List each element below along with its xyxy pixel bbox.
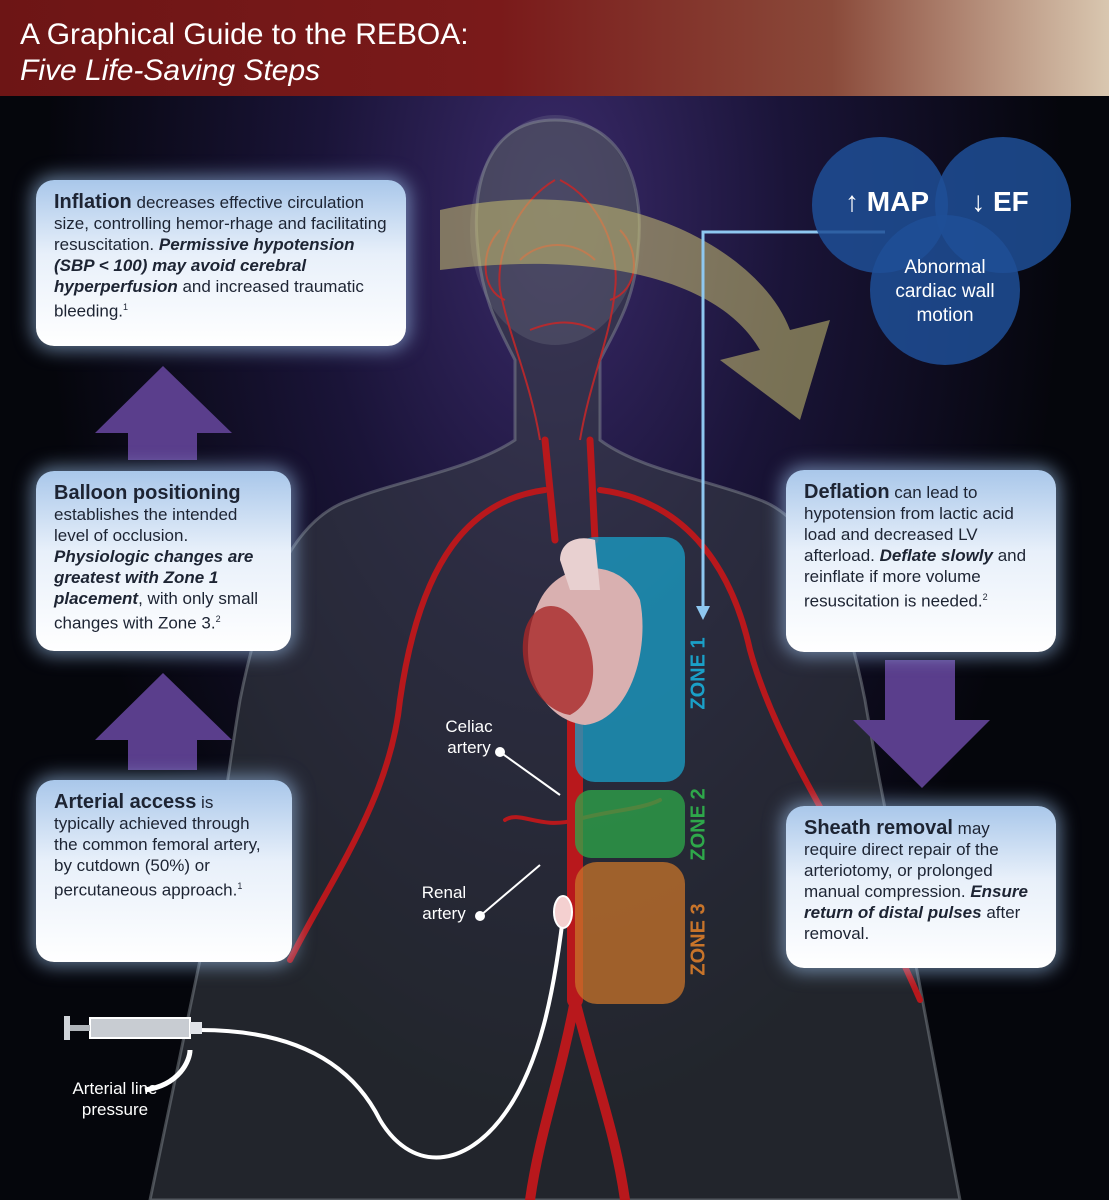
inflation-to-deflation-arrow — [440, 199, 830, 420]
access-box: Arterial access is typically achieved th… — [36, 780, 292, 962]
celiac-label: Celiac artery — [445, 717, 493, 757]
balloon-emphasis: Physiologic changes are greatest with Zo… — [54, 547, 254, 608]
inflation-ref: 1 — [123, 302, 129, 312]
syringe — [64, 1016, 202, 1040]
up-arrow-lower — [95, 673, 232, 770]
label-pointers — [144, 747, 561, 1093]
balloon — [553, 895, 573, 929]
down-arrow-right — [853, 660, 990, 788]
balloon-text-end: , with only small changes with Zone 3. — [54, 589, 259, 633]
balloon-box: Balloon positioning establishes the inte… — [36, 471, 291, 651]
catheter — [199, 899, 567, 1160]
sheath-text: may require direct repair of the arterio… — [804, 819, 999, 901]
inflation-text: decreases effective circulation size, co… — [54, 193, 387, 254]
renal-label: Renal artery — [421, 883, 467, 923]
sheath-box: Sheath removal may require direct repair… — [786, 806, 1056, 968]
zone1-label: ZONE 1 — [687, 637, 710, 710]
deflation-heading: Deflation — [804, 481, 890, 503]
venn-wall-label: Abnormal cardiac wall motion — [895, 257, 995, 326]
sheath-emphasis: Ensure return of distal pulses — [804, 882, 1028, 922]
deflation-text: can lead to hypotension from lactic acid… — [804, 483, 1014, 565]
zone2-label: ZONE 2 — [687, 788, 710, 861]
venn-ef-label: ↓ EF — [971, 186, 1029, 217]
sheath-text-end: after removal. — [804, 903, 1021, 943]
deflation-text-end: and reinflate if more volume resuscitati… — [804, 546, 1027, 611]
access-heading: Arterial access — [54, 791, 197, 813]
page-title: A Graphical Guide to the REBOA: — [20, 18, 469, 51]
zone3-label: ZONE 3 — [687, 903, 710, 976]
access-text: is typically achieved through the common… — [54, 793, 261, 900]
venn-wall-circle — [870, 215, 1020, 365]
venn-map-label: ↑ MAP — [845, 186, 929, 217]
balloon-heading: Balloon positioning — [54, 482, 241, 504]
inflation-emphasis: Permissive hypotension (SBP < 100) may a… — [54, 235, 355, 296]
heart — [522, 538, 643, 725]
up-arrow-upper — [95, 366, 232, 460]
deflation-emphasis: Deflate slowly — [879, 546, 993, 565]
header-banner: A Graphical Guide to the REBOA: Five Lif… — [0, 0, 1109, 96]
deflation-ref: 2 — [982, 592, 988, 602]
zone3-block — [575, 862, 685, 1004]
arterial-line-label: Arterial line pressure — [72, 1079, 158, 1119]
inflation-text-end: and increased traumatic bleeding. — [54, 277, 364, 321]
zone2-block — [575, 790, 685, 858]
sheath-heading: Sheath removal — [804, 817, 953, 839]
inflation-box: Inflation decreases effective circulatio… — [36, 180, 406, 346]
deflation-box: Deflation can lead to hypotension from l… — [786, 470, 1056, 652]
balloon-ref: 2 — [215, 614, 221, 624]
access-ref: 1 — [237, 881, 243, 891]
inflation-heading: Inflation — [54, 191, 132, 213]
page-subtitle: Five Life-Saving Steps — [20, 54, 321, 87]
balloon-text: establishes the intended level of occlus… — [54, 505, 238, 545]
